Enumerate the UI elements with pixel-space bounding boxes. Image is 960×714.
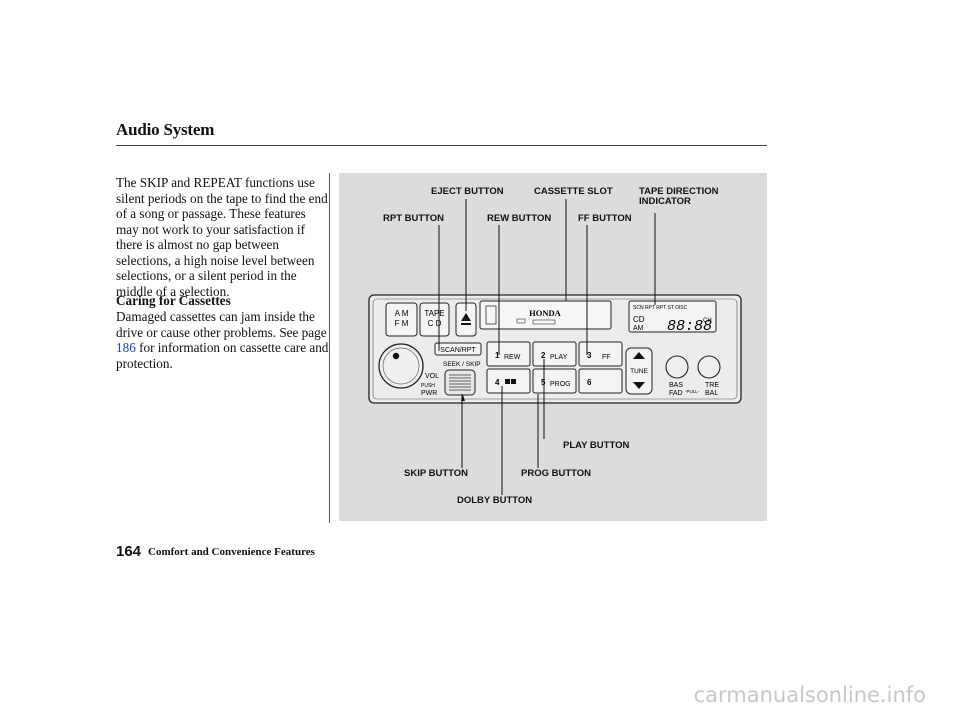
section-name: Comfort and Convenience Features <box>148 546 315 558</box>
scan-rpt-button <box>434 342 482 356</box>
am-label: A M <box>395 309 409 318</box>
cd-label: C D <box>428 319 442 328</box>
svg-text:BAS: BAS <box>669 382 683 389</box>
page-reference-link[interactable]: 186 <box>116 340 136 355</box>
scan-rpt-label: SCAN/RPT <box>440 347 476 354</box>
svg-text:REW: REW <box>504 354 521 361</box>
svg-text:-PULL-: -PULL- <box>685 389 700 394</box>
audio-unit-diagram: A M F M TAPE C D HONDA SCN RPT RPT ST DI… <box>368 199 742 495</box>
body-text: The SKIP and REPEAT functions use silent… <box>116 175 331 299</box>
honda-logo: HONDA <box>529 308 562 318</box>
column-divider <box>329 173 330 523</box>
title-divider <box>116 145 767 146</box>
play-button-callout: PLAY BUTTON <box>563 440 630 451</box>
push-label: PUSH <box>421 383 435 389</box>
page-number: 164 <box>116 543 142 560</box>
svg-text:PLAY: PLAY <box>550 354 568 361</box>
tape-direction-callout-line2: INDICATOR <box>639 196 691 207</box>
seek-skip-label: SEEK / SKIP <box>443 361 481 368</box>
display-window <box>628 300 717 333</box>
cassette-slot-callout: CASSETTE SLOT <box>534 186 613 197</box>
care-text-end: for information on cassette care and pro… <box>116 340 329 371</box>
bass-fader-knob <box>665 355 689 379</box>
tune-rocker <box>625 347 653 395</box>
svg-text:6: 6 <box>587 378 592 387</box>
tune-up-icon <box>633 352 645 359</box>
page-title: Audio System <box>116 120 215 139</box>
vol-label: VOL <box>425 373 439 380</box>
treble-balance-knob <box>697 355 721 379</box>
volume-knob <box>378 343 424 389</box>
pwr-label: PWR <box>421 390 437 397</box>
eject-icon <box>461 313 471 321</box>
svg-text:4: 4 <box>495 378 500 387</box>
rpt-button-callout: RPT BUTTON <box>383 213 445 224</box>
dolby-button-callout: DOLBY BUTTON <box>457 495 533 506</box>
rew-button-callout: REW BUTTON <box>487 213 552 224</box>
tape-label: TAPE <box>424 309 444 318</box>
cassette-slot <box>479 300 612 330</box>
tune-down-icon <box>633 382 645 389</box>
preset-3-ff-button <box>578 341 623 367</box>
svg-text:1: 1 <box>495 351 500 360</box>
watermark: carmanualsonline.info <box>693 683 926 707</box>
svg-text:2: 2 <box>541 351 546 360</box>
tape-cd-button <box>419 302 450 337</box>
tape-direction-callout-line1: TAPE DIRECTION <box>639 186 719 197</box>
eject-button-callout: EJECT BUTTON <box>431 186 504 197</box>
section-subheading: Caring for Cassettes <box>116 293 231 308</box>
fm-label: F M <box>395 319 409 328</box>
am-fm-button <box>385 302 418 337</box>
svg-text:FAD: FAD <box>669 390 683 397</box>
display-ch: CH <box>703 318 712 324</box>
seek-skip-rocker <box>444 369 476 396</box>
preset-6-button <box>578 368 623 394</box>
tape-direction-icon <box>516 318 526 324</box>
dolby-icon <box>505 379 510 384</box>
tune-label: TUNE <box>630 368 648 375</box>
ff-button-callout: FF BUTTON <box>578 213 632 224</box>
audio-unit-figure: A M F M TAPE C D HONDA SCN RPT RPT ST DI… <box>339 173 767 521</box>
svg-text:PROG: PROG <box>550 381 571 388</box>
faceplate-inner-border <box>372 298 738 400</box>
display-indicators: SCN RPT RPT ST DISC <box>633 305 688 311</box>
svg-text:3: 3 <box>587 351 592 360</box>
svg-text:FF: FF <box>602 354 611 361</box>
display-digits: 88:88 <box>667 318 712 335</box>
skip-button-callout: SKIP BUTTON <box>404 468 469 479</box>
display-cd: CD <box>633 315 645 324</box>
skip-repeat-paragraph: The SKIP and REPEAT functions use silent… <box>116 175 328 299</box>
care-text-start: Damaged cassettes can jam inside the dri… <box>116 309 327 340</box>
svg-text:TRE: TRE <box>705 382 719 389</box>
svg-text:BAL: BAL <box>705 390 718 397</box>
display-am: AM <box>633 325 644 332</box>
prog-button-callout: PROG BUTTON <box>521 468 592 479</box>
care-paragraph: Damaged cassettes can jam inside the dri… <box>116 309 331 371</box>
preset-1-rew-button <box>486 341 531 367</box>
